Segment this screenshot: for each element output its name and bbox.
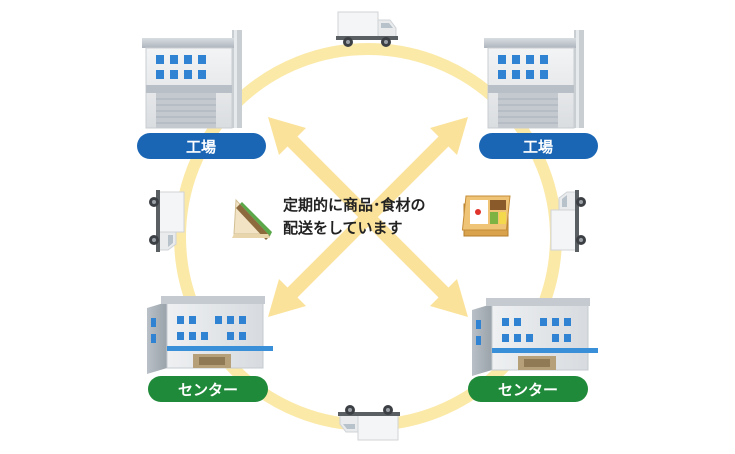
sandwich-icon (232, 198, 272, 240)
arrow-head-top-right (430, 117, 468, 155)
factory-label-right: 工場 (479, 133, 598, 159)
arrow-head-bottom-right (430, 279, 468, 317)
delivery-arrows (268, 117, 468, 317)
factory-icon (141, 29, 243, 129)
center-label-right: センター (468, 376, 588, 402)
caption-line-2: 配送をしています (283, 219, 403, 237)
center-label-text: センター (498, 381, 558, 399)
factory-icon (483, 29, 585, 129)
factory-label-left: 工場 (137, 133, 266, 159)
factory-label-text: 工場 (186, 138, 216, 156)
truck-icon (337, 404, 401, 441)
arrow-head-bottom-left (268, 279, 306, 317)
factory-label-text: 工場 (523, 138, 553, 156)
bento-box-icon (461, 195, 511, 237)
truck-icon (335, 11, 399, 48)
distribution-center-icon (471, 297, 599, 377)
arrow-head-top-left (268, 117, 306, 155)
caption-line-1: 定期的に商品･食材の (283, 196, 426, 214)
distribution-center-icon (146, 295, 274, 375)
center-label-text: センター (178, 381, 238, 399)
center-label-left: センター (148, 376, 268, 402)
